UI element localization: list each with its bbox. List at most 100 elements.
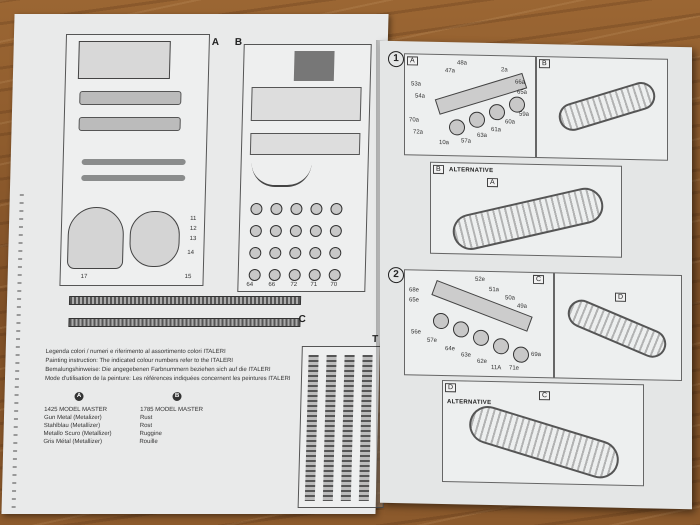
road-wheel <box>310 203 323 215</box>
callout: 48a <box>457 60 468 67</box>
track-links <box>304 355 319 501</box>
callout: 56e <box>411 329 422 336</box>
fender-part <box>81 159 186 165</box>
paint-note: Painting instruction: The indicated colo… <box>45 358 234 364</box>
small-parts <box>249 133 361 155</box>
step1-alternative-panel: B ALTERNATIVE A <box>430 161 622 258</box>
callout: 69a <box>531 351 542 359</box>
step-number-2: 2 <box>388 266 404 284</box>
road-wheel <box>329 225 343 237</box>
road-wheel <box>269 225 283 237</box>
color-b-line: Ruggine <box>139 431 162 437</box>
panel-label: D <box>445 383 457 393</box>
callout: 68e <box>409 287 420 294</box>
left-page-sprue-diagram: A B 17 15 14 13 12 11 <box>1 14 389 514</box>
road-wheel <box>288 269 301 281</box>
callout: 71e <box>509 365 520 372</box>
road-wheel <box>309 225 323 237</box>
hull-top-part <box>77 41 171 79</box>
track-section <box>464 401 624 484</box>
callout: 72a <box>413 129 424 136</box>
road-wheel <box>493 338 509 355</box>
sprue-b-frame: 64 66 72 71 70 <box>237 44 372 292</box>
callout: 60a <box>505 119 516 126</box>
color-a-line: Gun Metal (Metalizer) <box>43 415 102 421</box>
callout: 2a <box>501 67 508 74</box>
road-wheel <box>289 247 302 259</box>
callout: 57a <box>461 138 472 145</box>
paint-note: Mode d'utilisation de la peinture: Les r… <box>44 376 291 382</box>
color-b-line: Rost <box>139 423 153 429</box>
callout: 47a <box>445 68 456 75</box>
step2-panel-c: C 52e 51a 50a 49a 68e 65e 56e 57e 64e 63… <box>404 269 554 379</box>
callout: 63e <box>461 352 472 359</box>
road-wheel <box>268 269 281 281</box>
callout: 54a <box>415 93 426 100</box>
panel-label: B <box>433 164 444 175</box>
callout: 50a <box>505 295 516 302</box>
track-links <box>340 355 355 501</box>
callout: 66a <box>515 79 526 86</box>
step1-panel-b: B <box>536 56 668 161</box>
road-wheel <box>489 104 505 121</box>
cable-part <box>251 163 312 187</box>
road-wheel <box>329 247 342 259</box>
color-badge-a: A <box>74 392 84 401</box>
part-number: 70 <box>330 282 338 288</box>
callout: 11A <box>491 365 502 372</box>
right-page-assembly-steps: 1 A 48a 47a 2a 53a 54a 66a 65a 70a 72a 1… <box>380 40 692 510</box>
callout: 59a <box>519 111 530 118</box>
track-run <box>563 295 671 363</box>
paint-note: Bemalungshinweise: Die angegebenen Farbn… <box>45 367 271 373</box>
track-strip <box>68 318 301 327</box>
callout: 51a <box>489 287 500 294</box>
part-number: 71 <box>310 282 318 288</box>
track-links <box>358 355 373 501</box>
step2-panel-d: D <box>554 272 682 382</box>
road-wheel <box>433 312 449 330</box>
callout: 65a <box>517 89 528 96</box>
road-wheel <box>289 225 303 237</box>
callout: 53a <box>411 81 422 88</box>
sprue-letter-c: C <box>298 314 306 325</box>
step-number-1: 1 <box>388 50 404 68</box>
color-badge-b: B <box>172 392 182 401</box>
part-number: 64 <box>246 282 254 288</box>
color-b-line: Rouille <box>139 439 158 445</box>
panel-label: A <box>407 56 418 66</box>
road-wheel <box>249 225 263 237</box>
callout: 65e <box>409 297 420 304</box>
road-wheel <box>330 203 343 215</box>
panel-label: C <box>533 274 545 285</box>
road-wheel <box>473 329 489 347</box>
color-a-line: Metallo Scuro (Metallizer) <box>43 431 112 437</box>
callout: 63a <box>477 132 488 139</box>
turret-part <box>66 207 125 269</box>
road-wheel <box>250 203 263 215</box>
callout: 10a <box>439 139 450 147</box>
color-b-line: Rust <box>139 415 153 421</box>
callout: 52e <box>475 276 486 283</box>
callout: 57e <box>427 337 438 344</box>
page-edge <box>11 194 24 514</box>
road-wheel <box>449 119 465 136</box>
part-number: 11 <box>190 216 197 222</box>
sprue-letter-b: B <box>234 37 243 48</box>
sprue-a-frame: 17 15 14 13 12 11 <box>59 34 211 286</box>
road-wheel <box>328 269 341 281</box>
hull-side-part <box>79 91 182 105</box>
part-number: 72 <box>290 282 298 288</box>
panel-sublabel: A <box>487 177 498 188</box>
panel-label: B <box>539 59 550 69</box>
road-wheel <box>453 321 469 338</box>
callout: 62e <box>477 358 488 365</box>
road-wheel <box>290 203 303 215</box>
track-links <box>322 355 337 501</box>
panel-label: D <box>615 292 627 302</box>
road-wheel <box>308 269 321 281</box>
sprue-t-frame <box>297 346 388 508</box>
road-wheel <box>249 247 262 259</box>
callout: 61a <box>491 127 502 134</box>
part-number: 12 <box>189 226 197 232</box>
